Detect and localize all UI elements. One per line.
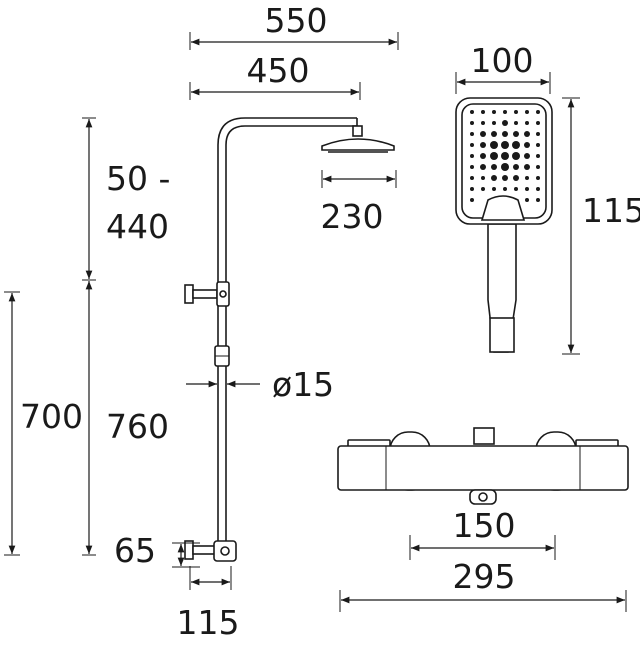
overhead-shower-head xyxy=(321,125,395,153)
nozzle-dot xyxy=(513,175,519,181)
nozzle-dot xyxy=(470,132,474,136)
nozzle-dot xyxy=(513,164,519,170)
sliding-coupler xyxy=(214,345,230,367)
nozzle-dot xyxy=(480,131,486,137)
nozzle-dot xyxy=(514,187,518,191)
nozzle-dot xyxy=(525,121,529,125)
nozzle-dot xyxy=(503,110,507,114)
upper-wall-bracket xyxy=(184,281,230,307)
nozzle-dot xyxy=(480,142,486,148)
nozzle-dot xyxy=(481,176,485,180)
nozzle-dot xyxy=(491,131,497,137)
nozzle-dot xyxy=(524,142,530,148)
nozzle-dot xyxy=(525,176,529,180)
riser-width-label: 550 xyxy=(265,1,328,40)
nozzle-dot xyxy=(470,154,474,158)
nozzle-dot xyxy=(536,143,540,147)
nozzle-dot xyxy=(536,110,540,114)
pipe-diameter-label: ø15 xyxy=(272,365,334,404)
riser-height-label: 760 xyxy=(106,407,169,446)
nozzle-dot xyxy=(470,110,474,114)
valve-centres-label: 150 xyxy=(453,506,516,545)
nozzle-dot xyxy=(536,121,540,125)
nozzle-dot xyxy=(524,131,530,137)
nozzle-dot xyxy=(481,187,485,191)
nozzle-dot xyxy=(470,121,474,125)
height-adjust-label-bottom: 440 xyxy=(106,207,169,246)
nozzle-dot xyxy=(514,110,518,114)
outlet-height-label: 65 xyxy=(114,531,156,570)
nozzle-dot xyxy=(491,175,497,181)
shower-riser xyxy=(217,117,358,545)
arm-length-label: 450 xyxy=(247,51,310,90)
nozzle-dot xyxy=(470,198,474,202)
nozzle-dot xyxy=(525,187,529,191)
height-adjust-label-top: 50 - xyxy=(106,159,170,198)
nozzle-dot xyxy=(470,165,474,169)
nozzle-dot xyxy=(502,131,508,137)
nozzle-dot xyxy=(536,165,540,169)
nozzle-dot xyxy=(470,176,474,180)
nozzle-dot xyxy=(501,152,509,160)
nozzle-dot xyxy=(536,176,540,180)
nozzle-dot xyxy=(491,164,497,170)
nozzle-dot xyxy=(536,154,540,158)
nozzle-dot xyxy=(481,121,485,125)
lower-wall-bracket xyxy=(184,540,237,562)
thermostatic-valve xyxy=(337,427,629,505)
nozzle-dot xyxy=(525,110,529,114)
nozzle-dot xyxy=(536,132,540,136)
nozzle-dot xyxy=(470,143,474,147)
hand-shower xyxy=(455,97,553,353)
nozzle-dot xyxy=(525,198,529,202)
nozzle-dot xyxy=(524,153,530,159)
nozzle-dot xyxy=(480,153,486,159)
nozzle-dot xyxy=(503,187,507,191)
nozzle-dot xyxy=(490,152,498,160)
nozzle-dot xyxy=(490,141,498,149)
nozzle-dot xyxy=(512,152,520,160)
handset-width-label: 100 xyxy=(471,41,534,80)
nozzle-dot xyxy=(502,120,508,126)
handset-nozzles xyxy=(470,110,540,202)
nozzle-dot xyxy=(470,187,474,191)
nozzle-dot xyxy=(492,187,496,191)
head-diameter-label: 230 xyxy=(321,197,384,236)
nozzle-dot xyxy=(492,110,496,114)
nozzle-dot xyxy=(480,164,486,170)
wall-offset-label: 115 xyxy=(177,603,240,642)
nozzle-dot xyxy=(513,131,519,137)
nozzle-dot xyxy=(536,187,540,191)
nozzle-dot xyxy=(514,121,518,125)
nozzle-dot xyxy=(536,198,540,202)
valve-width-label: 295 xyxy=(453,557,516,596)
nozzle-dot xyxy=(501,141,509,149)
handset-length-label: 115 xyxy=(582,191,640,230)
nozzle-dot xyxy=(501,163,509,171)
nozzle-dot xyxy=(481,110,485,114)
nozzle-dot xyxy=(492,121,496,125)
nozzle-dot xyxy=(502,175,508,181)
nozzle-dot xyxy=(524,164,530,170)
bracket-span-label: 700 xyxy=(20,397,83,436)
nozzle-dot xyxy=(512,141,520,149)
